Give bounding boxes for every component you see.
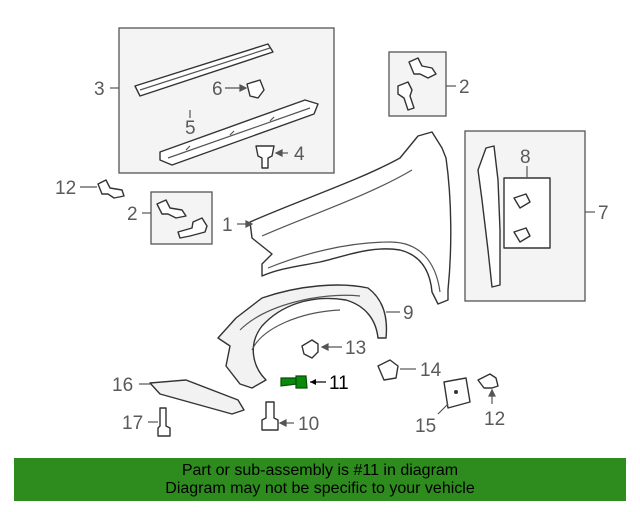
splash-shield-16 [139, 379, 245, 415]
banner-line-1: Part or sub-assembly is #11 in diagram [181, 461, 459, 479]
callout-16: 16 [112, 375, 133, 396]
bolt-box-upper [388, 51, 456, 117]
callout-3: 3 [94, 79, 105, 100]
callout-7: 7 [598, 203, 609, 224]
bolt-11-highlighted [280, 375, 326, 389]
callout-17: 17 [122, 413, 143, 434]
clip-13 [301, 339, 342, 359]
moulding-group-box [110, 27, 335, 174]
callout-6: 6 [212, 79, 223, 100]
info-banner: Part or sub-assembly is #11 in diagram D… [14, 458, 626, 501]
bolt-12-right [477, 373, 499, 404]
bracket-15 [437, 377, 471, 415]
bolt-10 [261, 401, 294, 431]
nut-14 [377, 359, 416, 381]
callout-15: 15 [415, 416, 436, 437]
callout-5: 5 [185, 118, 196, 139]
callout-1: 1 [222, 215, 233, 236]
callout-13: 13 [345, 338, 366, 359]
callout-4: 4 [294, 144, 305, 165]
callout-11-highlighted: 11 [329, 373, 349, 394]
bolt-12-left [80, 179, 125, 199]
banner-line-2: Diagram may not be specific to your vehi… [165, 479, 475, 497]
callout-12-left: 12 [55, 178, 76, 199]
callout-8: 8 [520, 147, 531, 168]
callout-12-right: 12 [484, 409, 505, 430]
callout-2-lower: 2 [127, 204, 138, 225]
seal-group-box [464, 130, 595, 302]
bolt-17 [148, 407, 171, 437]
callout-14: 14 [420, 360, 442, 381]
fender-liner [217, 284, 400, 389]
callout-10: 10 [298, 414, 319, 435]
fender-panel [237, 131, 452, 305]
callout-2-upper: 2 [459, 77, 470, 98]
bolt-box-lower [142, 191, 213, 245]
callout-9: 9 [403, 303, 414, 324]
